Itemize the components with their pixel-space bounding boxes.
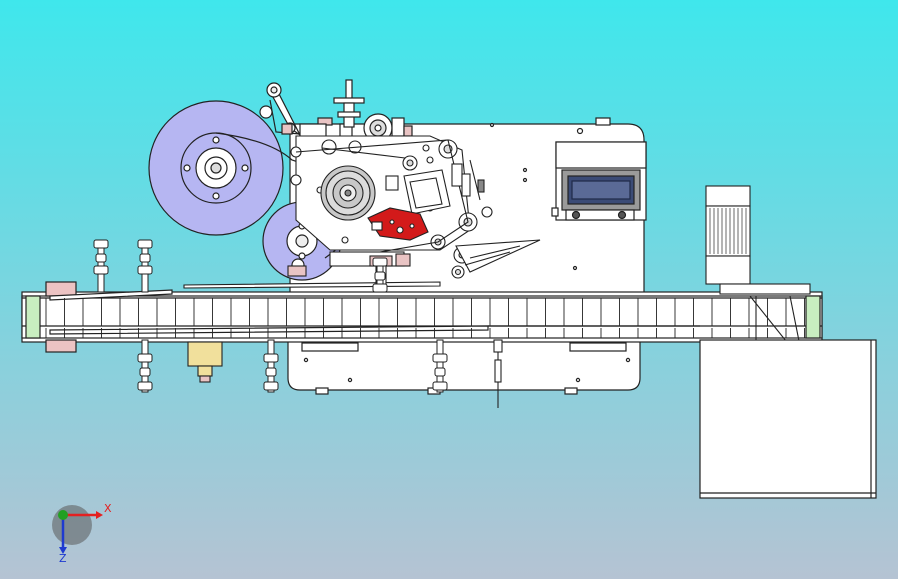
support-post [137,239,153,293]
label-supply-roll [148,100,323,236]
conveyor-slats [45,298,805,338]
top-guide-roller [363,113,413,143]
support-post [93,239,109,293]
triad-x-label: X [104,502,112,515]
height-adjust-knob[interactable] [333,79,365,128]
control-panel-hmi [551,141,647,221]
triad-shadow [52,505,92,545]
mechanism-plate [290,135,493,279]
adjustable-support-posts [93,239,448,393]
labeling-head-red [367,207,429,241]
support-post [432,339,448,393]
conveyor-drive-motor [705,185,811,347]
hmi-button-right[interactable] [617,210,627,220]
support-post [137,339,153,393]
dancer-arm-assembly [259,82,353,139]
support-post [372,257,388,293]
label-sensor-bracket [385,163,485,215]
drive-gear [320,165,376,221]
center-rod [493,339,503,408]
conveyor-frame [21,281,823,353]
triad-x-arrow [96,511,103,519]
cylinder-block [187,341,223,383]
triad-z-label: Z [59,552,67,565]
output-collection-box [699,339,877,499]
triad-origin-y [58,510,68,520]
peel-plate [455,239,541,273]
hmi-button-left[interactable] [571,210,581,220]
view-orientation-triad[interactable]: X Z [52,502,112,565]
support-post [263,339,279,393]
triad-z-arrow [59,547,67,554]
